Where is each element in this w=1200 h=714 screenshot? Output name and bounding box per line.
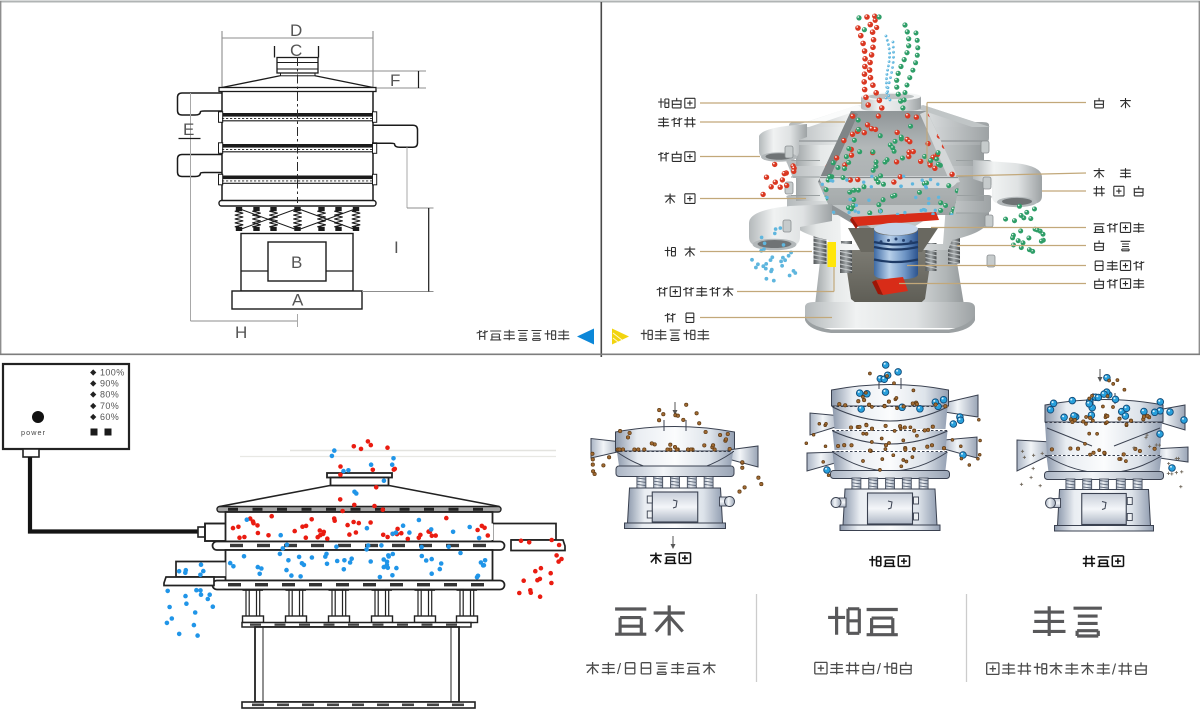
svg-text:/: / [1112,662,1117,679]
svg-text:C: C [290,41,302,60]
svg-text:80%: 80% [100,390,119,400]
svg-text:I: I [394,238,399,257]
svg-text:/: / [877,661,882,678]
svg-text:E: E [183,120,194,139]
svg-text:A: A [292,291,304,310]
svg-text:power: power [21,428,46,437]
svg-text:100%: 100% [100,368,125,378]
svg-text:D: D [290,21,302,40]
svg-text:/: / [617,661,622,678]
svg-text:90%: 90% [100,379,119,389]
svg-text:H: H [235,323,247,342]
svg-text:F: F [390,71,400,90]
svg-text:B: B [291,253,302,272]
svg-text:70%: 70% [100,401,119,411]
svg-text:60%: 60% [100,412,119,422]
